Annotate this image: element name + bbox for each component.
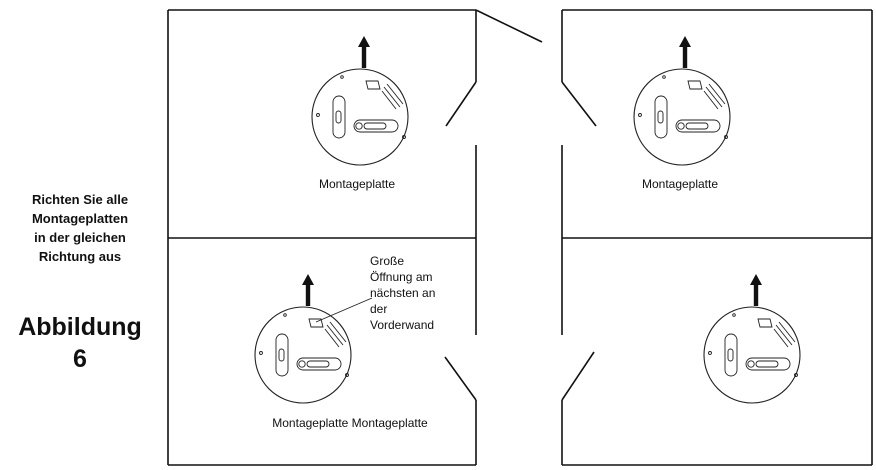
plate-label: Montageplatte Montageplatte: [272, 416, 428, 430]
left-rooms: [167, 9, 543, 466]
callout-leader-line: [315, 297, 373, 323]
direction-arrow-icon: [358, 36, 370, 68]
room-top-right: Montageplatte: [633, 36, 731, 191]
mounting-plate-icon: [311, 68, 409, 166]
mounting-plate-icon: [254, 306, 352, 404]
instruction-line: Richtung aus: [38, 249, 122, 264]
room-bottom-right: [703, 274, 801, 404]
instruction-line: Richten Sie alle: [31, 192, 129, 207]
room-bottom-left: Große Öffnung am nächsten an der Vorderw…: [254, 254, 439, 430]
mounting-plate-icon: [703, 306, 801, 404]
instruction-text: Richten Sie alle Montageplatten in der g…: [0, 190, 160, 266]
direction-arrow-icon: [302, 274, 314, 306]
plate-label: Montageplatte: [642, 177, 718, 191]
direction-arrow-icon: [679, 36, 691, 68]
callout-text: Große Öffnung am nächsten an der Vorderw…: [370, 254, 439, 332]
direction-arrow-icon: [750, 274, 762, 306]
instruction-line: in der gleichen: [34, 230, 126, 245]
room-top-left: Montageplatte: [311, 36, 409, 191]
figure-number: 6: [73, 345, 87, 373]
mounting-plate-icon: [633, 68, 731, 166]
plate-label: Montageplatte: [319, 177, 395, 191]
instruction-line: Montageplatten: [31, 211, 129, 226]
right-rooms: [561, 9, 873, 466]
figure-title: Abbildung: [18, 313, 142, 341]
